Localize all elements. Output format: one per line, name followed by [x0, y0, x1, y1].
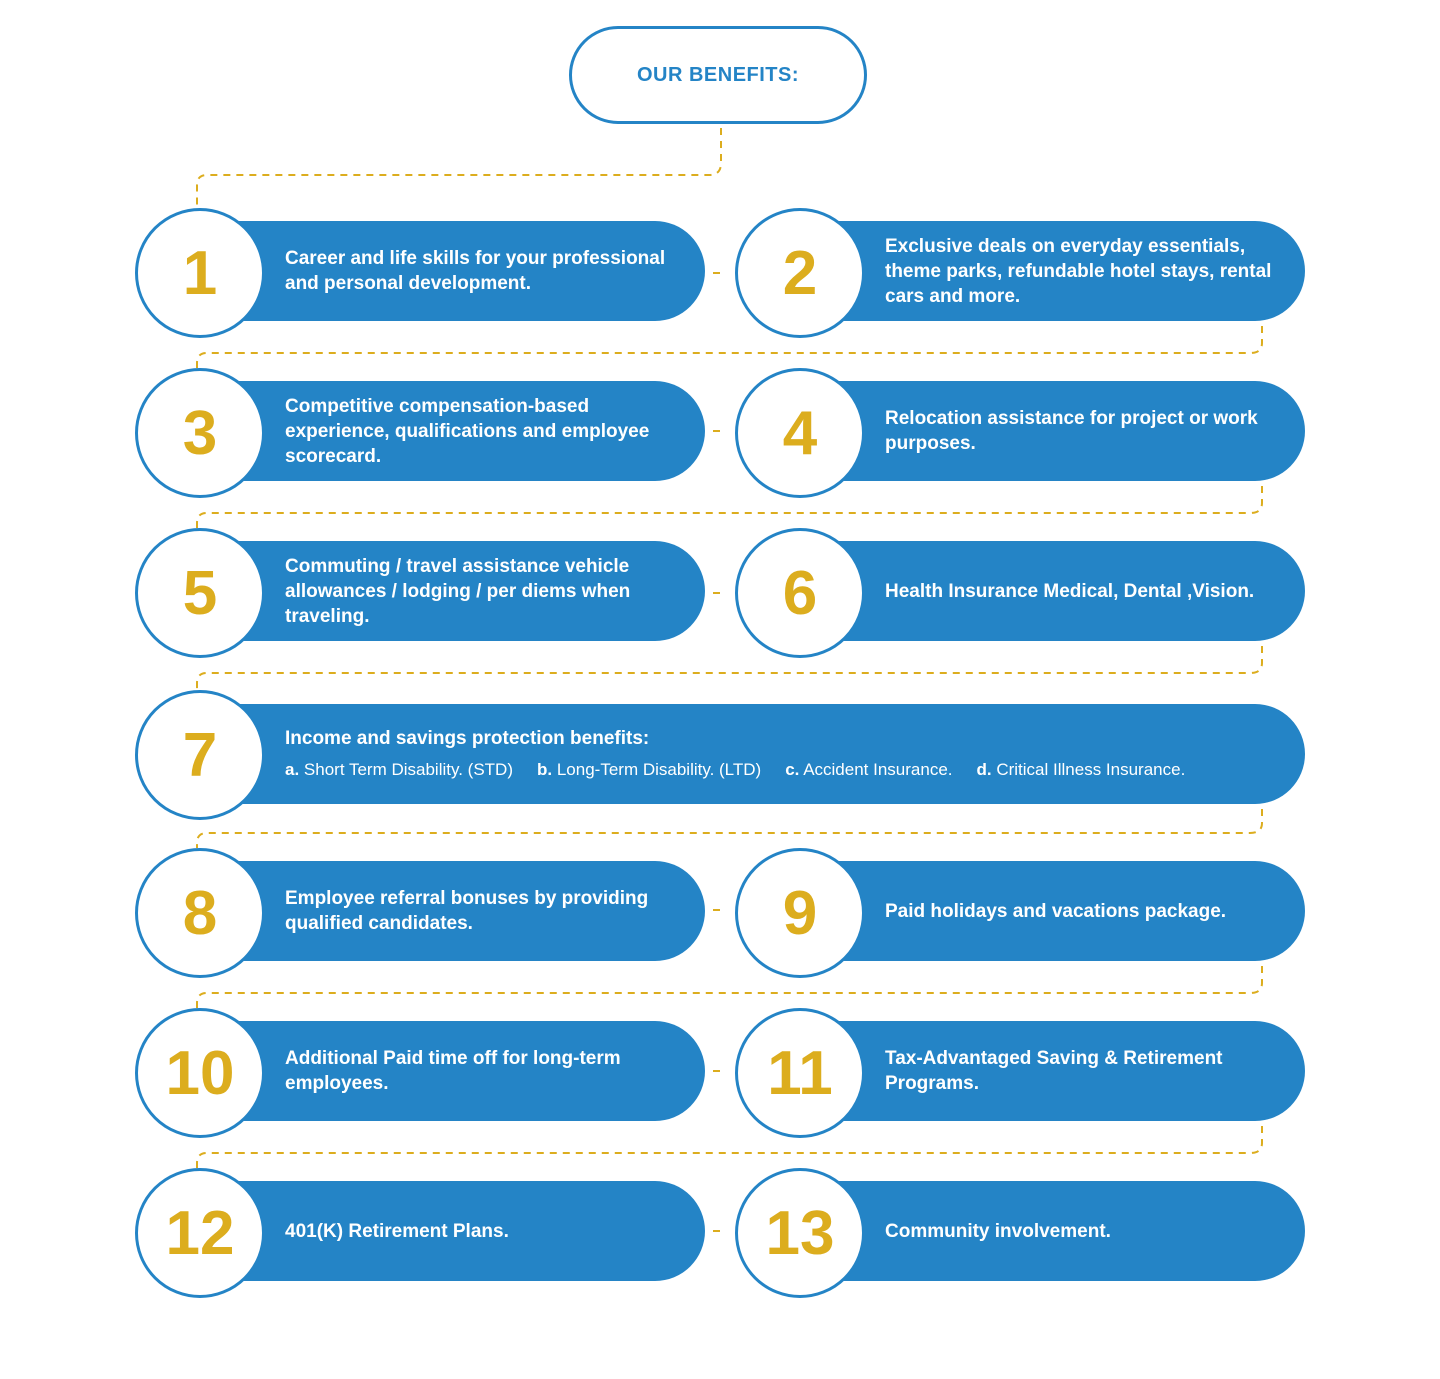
- benefit-card-9: Paid holidays and vacations package.: [800, 861, 1305, 961]
- benefit-text-4: Relocation assistance for project or wor…: [885, 408, 1258, 454]
- benefit-number-2: 2: [735, 208, 865, 338]
- benefit-number-9: 9: [735, 848, 865, 978]
- benefit-text-12: 401(K) Retirement Plans.: [285, 1220, 509, 1242]
- benefit-card-7: Income and savings protection benefits: …: [200, 704, 1305, 804]
- benefit-card-1: Career and life skills for your professi…: [200, 221, 705, 321]
- benefit-text-11: Tax-Advantaged Saving & Retirement Progr…: [885, 1048, 1223, 1094]
- benefit-card-10: Additional Paid time off for long-term e…: [200, 1021, 705, 1121]
- benefits-title: OUR BENEFITS:: [569, 26, 867, 124]
- benefit-text-5: Commuting / travel assistance vehicle al…: [285, 555, 631, 627]
- benefit-number-8: 8: [135, 848, 265, 978]
- benefit-text-2: Exclusive deals on everyday essentials, …: [885, 235, 1272, 307]
- subitem-b: b. Long-Term Disability. (LTD): [537, 760, 762, 779]
- benefit-number-10: 10: [135, 1008, 265, 1138]
- benefit-card-3: Competitive compensation-based experienc…: [200, 381, 705, 481]
- benefit-number-1: 1: [135, 208, 265, 338]
- subitem-a: a. Short Term Disability. (STD): [285, 760, 513, 779]
- benefit-number-7: 7: [135, 690, 265, 820]
- subitem-d: d. Critical Illness Insurance.: [976, 760, 1186, 779]
- benefit-number-11: 11: [735, 1008, 865, 1138]
- benefit-number-5: 5: [135, 528, 265, 658]
- benefit-text-9: Paid holidays and vacations package.: [885, 900, 1227, 922]
- benefit-card-11: Tax-Advantaged Saving & Retirement Progr…: [800, 1021, 1305, 1121]
- benefit-card-12: 401(K) Retirement Plans.: [200, 1181, 705, 1281]
- benefit-number-12: 12: [135, 1168, 265, 1298]
- benefit-card-6: Health Insurance Medical, Dental ,Vision…: [800, 541, 1305, 641]
- benefit-card-8: Employee referral bonuses by providing q…: [200, 861, 705, 961]
- benefit-7-subitems: a. Short Term Disability. (STD) b. Long-…: [285, 757, 1275, 782]
- benefit-number-4: 4: [735, 368, 865, 498]
- benefit-number-3: 3: [135, 368, 265, 498]
- subitem-c: c. Accident Insurance.: [785, 760, 953, 779]
- benefit-text-3: Competitive compensation-based experienc…: [285, 395, 650, 467]
- benefit-text-10: Additional Paid time off for long-term e…: [285, 1048, 621, 1094]
- benefit-card-13: Community involvement.: [800, 1181, 1305, 1281]
- benefit-card-4: Relocation assistance for project or wor…: [800, 381, 1305, 481]
- benefit-text-6: Health Insurance Medical, Dental ,Vision…: [885, 580, 1255, 602]
- benefit-card-5: Commuting / travel assistance vehicle al…: [200, 541, 705, 641]
- benefit-number-6: 6: [735, 528, 865, 658]
- benefit-card-2: Exclusive deals on everyday essentials, …: [800, 221, 1305, 321]
- benefit-text-1: Career and life skills for your professi…: [285, 248, 666, 294]
- benefit-text-8: Employee referral bonuses by providing q…: [285, 888, 649, 934]
- benefit-number-13: 13: [735, 1168, 865, 1298]
- benefit-text-13: Community involvement.: [885, 1220, 1111, 1242]
- benefit-text-7: Income and savings protection benefits:: [285, 728, 650, 749]
